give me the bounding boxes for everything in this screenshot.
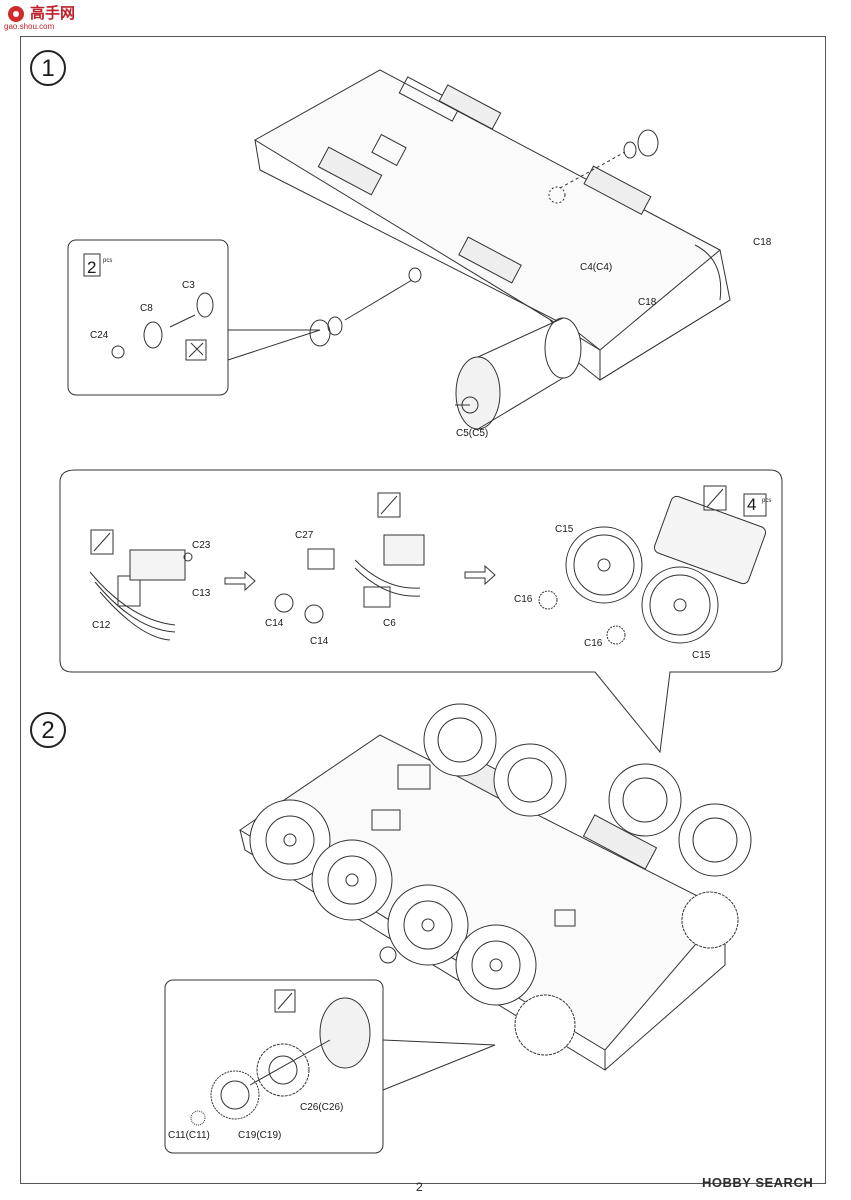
part-label-c18-mid: C18 [638,297,657,308]
logo-text: 高手网 [30,5,76,22]
watermark: HOBBY SEARCH [702,1175,814,1190]
part-label-c19: C19(C19) [238,1130,282,1141]
part-label-c15-bottom: C15 [692,650,711,661]
qty-box-2-pcs: pcs [103,258,113,264]
inset-box-step2 [164,979,496,1154]
idler-assembly [309,129,659,347]
part-label-c18-top: C18 [753,237,772,248]
part-label-c27: C27 [295,530,314,541]
suspension-callout-box [59,469,783,754]
qty-box-4: 4 [747,495,757,514]
qty-box-4-pcs: pcs [762,498,772,504]
qty-box-2: 2 [87,258,97,277]
part-label-c24: C24 [90,330,109,341]
page-frame [20,36,826,1184]
part-label-c8: C8 [140,303,153,314]
part-label-c4: C4(C4) [580,262,613,273]
site-logo [4,4,30,29]
road-wheels-step2 [249,703,752,1056]
page-number: 2 [416,1180,423,1194]
part-label-c15-top: C15 [555,524,574,535]
part-label-c23: C23 [192,540,211,551]
part-label-c14-a: C14 [265,618,284,629]
part-label-c5: C5(C5) [456,428,489,439]
step-1-badge: 1 [30,50,66,86]
part-label-c11: C11(C11) [168,1130,210,1141]
part-label-c12: C12 [92,620,111,631]
part-label-c3: C3 [182,280,195,291]
logo-icon [8,6,24,22]
drive-housing-c5 [455,317,582,430]
step-2-badge: 2 [30,712,66,748]
part-label-c13: C13 [192,588,211,599]
part-label-c6: C6 [383,618,396,629]
hull-step1 [254,69,731,381]
part-label-c14-b: C14 [310,636,329,647]
part-label-c16-a: C16 [514,594,533,605]
part-label-c16-b: C16 [584,638,603,649]
logo-subtext: gao.shou.com [4,22,55,31]
part-label-c26: C26(C26) [300,1102,344,1113]
inset-box-step1 [67,239,321,396]
